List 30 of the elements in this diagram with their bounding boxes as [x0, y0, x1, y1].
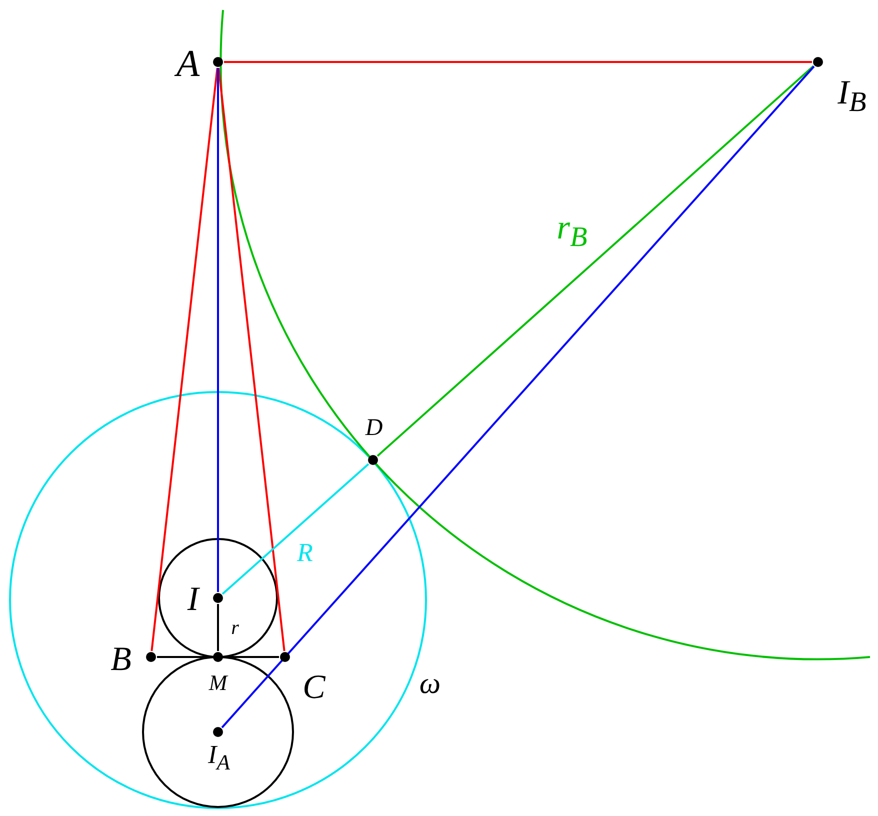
- line-segment: [224, 656, 279, 658]
- line-segment: [157, 656, 212, 658]
- point-dot: [213, 593, 223, 603]
- edge-label: R: [297, 540, 313, 566]
- point-label: I: [187, 583, 199, 617]
- point-label: I$_{A}$: [208, 742, 230, 774]
- point-dot: [280, 652, 290, 662]
- line-segment: [221, 66, 815, 728]
- line-segment: [224, 61, 812, 63]
- line-segment: [217, 68, 219, 592]
- point-dot: [813, 57, 823, 67]
- point-label: D: [365, 416, 383, 440]
- line-segment: [218, 68, 286, 652]
- line-segment: [217, 604, 219, 651]
- point-label: A: [176, 45, 200, 83]
- point-label: I$_{B}$: [838, 76, 866, 118]
- edge-label: r$_{B}$: [556, 211, 588, 253]
- circle-label: ω: [419, 669, 441, 699]
- point-dot: [213, 57, 223, 67]
- edge-label: r: [231, 618, 239, 638]
- point-label: M: [208, 672, 228, 694]
- point-dot: [213, 652, 223, 662]
- line-segment: [222, 463, 370, 595]
- point-dot: [368, 455, 378, 465]
- point-label: B: [110, 643, 132, 677]
- line-segment: [150, 68, 218, 652]
- point-label: C: [302, 671, 326, 705]
- line-segment: [376, 65, 814, 457]
- point-dot: [146, 652, 156, 662]
- point-dot: [213, 727, 223, 737]
